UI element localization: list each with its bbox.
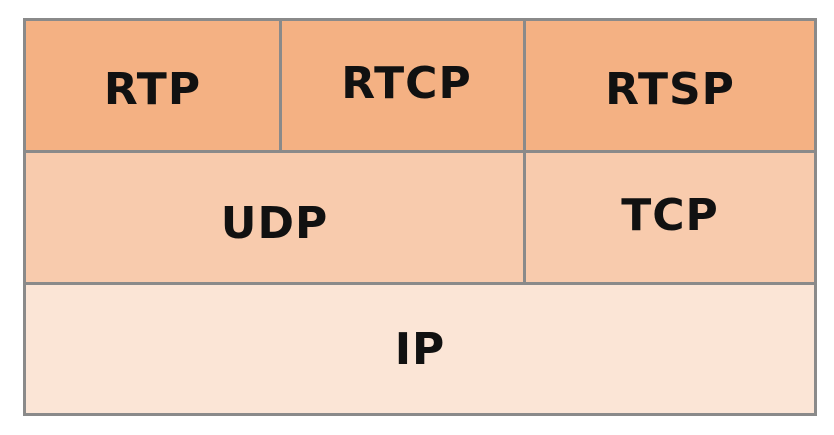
ip-block: IP bbox=[26, 285, 814, 413]
ip-label: IP bbox=[394, 323, 446, 375]
rtsp-label: RTSP bbox=[605, 64, 735, 115]
rtsp-block: RTSP bbox=[526, 21, 814, 150]
protocol-stack-diagram: RTP RTCP RTSP UDP TCP IP bbox=[23, 18, 817, 416]
udp-label: UDP bbox=[220, 198, 329, 249]
rtp-label: RTP bbox=[103, 64, 202, 115]
rtcp-block: RTCP bbox=[282, 21, 523, 150]
udp-block: UDP bbox=[26, 153, 523, 282]
rtp-block: RTP bbox=[26, 21, 279, 150]
tcp-label: TCP bbox=[621, 190, 719, 241]
tcp-block: TCP bbox=[526, 153, 814, 282]
rtcp-label: RTCP bbox=[341, 58, 472, 109]
